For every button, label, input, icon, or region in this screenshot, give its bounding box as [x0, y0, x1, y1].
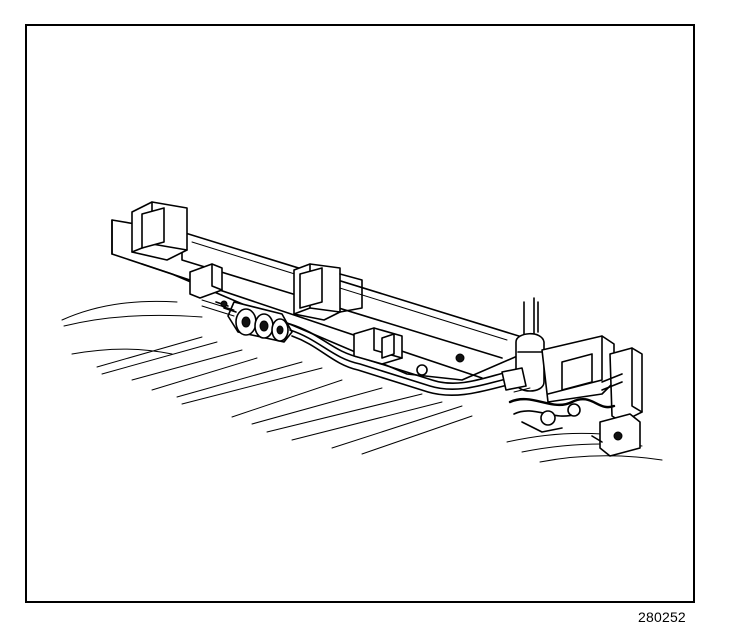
rear-mount-bracket: [541, 335, 643, 457]
left-upright-bracket: [131, 201, 188, 261]
left-crossmember-bracket: [189, 263, 223, 299]
fuel-line-frame-illustration: [61, 201, 663, 463]
center-upright-bracket: [293, 263, 363, 321]
illustration-frame: [25, 24, 695, 603]
rear-fuel-line-bends: [508, 373, 623, 433]
line-clip-bracket: [353, 327, 465, 376]
fuel-lines: [201, 299, 523, 396]
figure-number: 280252: [638, 609, 686, 625]
vertical-fuel-pipe: [501, 297, 545, 392]
ground-contour-lines: [61, 300, 663, 463]
fuel-filter: [215, 300, 293, 343]
